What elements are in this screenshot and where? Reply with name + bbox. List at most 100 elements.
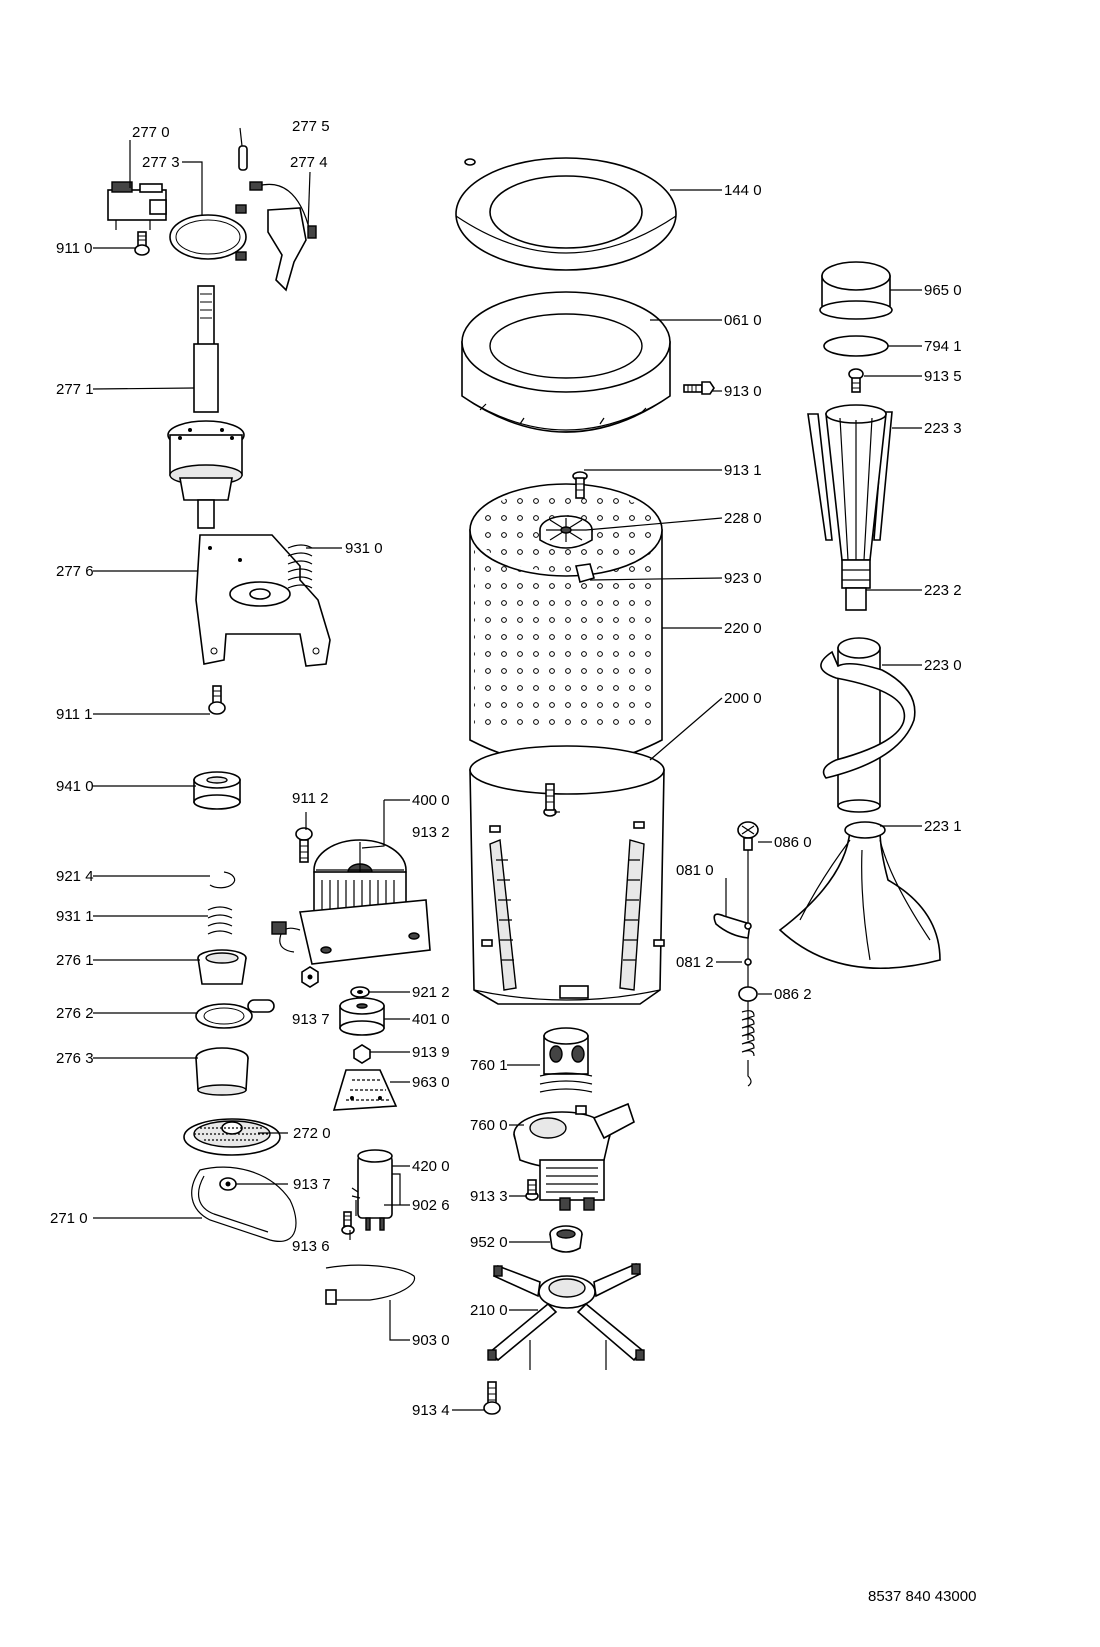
callout-2761: 276 1 bbox=[56, 952, 94, 969]
callout-9026: 902 6 bbox=[412, 1197, 450, 1214]
part-2763-hub bbox=[195, 1047, 249, 1096]
callout-9131: 913 1 bbox=[724, 462, 762, 479]
callout-2762: 276 2 bbox=[56, 1005, 94, 1022]
part-9131-screw bbox=[572, 471, 588, 499]
callout-2770: 277 0 bbox=[132, 124, 170, 141]
part-9130-screw bbox=[683, 381, 715, 395]
part-2233-fins bbox=[807, 411, 893, 541]
part-9630-pad bbox=[332, 1069, 398, 1111]
callout-9130: 913 0 bbox=[724, 383, 762, 400]
callout-9112: 911 2 bbox=[292, 790, 328, 807]
callout-2776: 277 6 bbox=[56, 563, 94, 580]
part-2720-pulley bbox=[183, 1118, 281, 1156]
callout-9133: 913 3 bbox=[470, 1188, 508, 1205]
part-2761-bushing bbox=[197, 949, 247, 985]
part-4010-pulley bbox=[339, 997, 385, 1036]
part-9311-spring bbox=[207, 906, 233, 935]
part-0860-rod-top bbox=[737, 821, 759, 851]
callout-4200: 420 0 bbox=[412, 1158, 450, 1175]
callout-9134: 913 4 bbox=[412, 1402, 450, 1419]
part-7601-filter bbox=[539, 1027, 593, 1093]
part-9134-screw bbox=[483, 1381, 501, 1415]
callout-7941: 794 1 bbox=[924, 338, 962, 355]
callout-9310: 931 0 bbox=[345, 540, 383, 557]
part-2230-auger bbox=[820, 637, 916, 813]
part-2000-outer-tub bbox=[469, 745, 665, 1005]
callout-9212: 921 2 bbox=[412, 984, 450, 1001]
part-2100-base-frame bbox=[487, 1262, 645, 1370]
callout-0810: 081 0 bbox=[676, 862, 714, 879]
part-0862-bushing bbox=[738, 986, 758, 1087]
part-2710-belt bbox=[191, 1166, 297, 1242]
callout-9630: 963 0 bbox=[412, 1074, 450, 1091]
part-9132-screw bbox=[543, 783, 557, 817]
part-2280-hub bbox=[539, 515, 593, 549]
callout-7601: 760 1 bbox=[470, 1057, 508, 1074]
callout-2231: 223 1 bbox=[924, 818, 962, 835]
callout-labels: 277 0 277 5 277 3 277 4 911 0 277 1 277 … bbox=[50, 118, 976, 1605]
part-9230-clip bbox=[575, 563, 595, 583]
callout-9137-motor: 913 7 bbox=[292, 1011, 330, 1028]
part-2771-shaft bbox=[167, 285, 245, 529]
callout-2233: 223 3 bbox=[924, 420, 962, 437]
callout-2775: 277 5 bbox=[292, 118, 330, 135]
part-0812-rod bbox=[713, 850, 752, 1040]
part-9137-nut-left bbox=[219, 1177, 237, 1191]
callout-2720: 272 0 bbox=[293, 1125, 331, 1142]
part-9111-screw bbox=[208, 685, 226, 715]
part-9650-cap bbox=[819, 261, 893, 320]
part-2232-agitator-top bbox=[825, 404, 887, 611]
part-9136-screw bbox=[341, 1211, 355, 1235]
callout-9520: 952 0 bbox=[470, 1234, 508, 1251]
callout-9137-left: 913 7 bbox=[293, 1176, 331, 1193]
part-9030-strap bbox=[325, 1264, 416, 1305]
callout-4000: 400 0 bbox=[412, 792, 450, 809]
callout-9139: 913 9 bbox=[412, 1044, 450, 1061]
leader-lines bbox=[92, 127, 922, 1411]
part-2775-pin bbox=[238, 145, 248, 171]
callout-2280: 228 0 bbox=[724, 510, 762, 527]
callout-2773: 277 3 bbox=[142, 154, 180, 171]
callout-9214: 921 4 bbox=[56, 868, 94, 885]
callout-4010: 401 0 bbox=[412, 1011, 450, 1028]
part-7941-gasket bbox=[823, 335, 889, 357]
callout-2710: 271 0 bbox=[50, 1210, 88, 1227]
callout-9132: 913 2 bbox=[412, 824, 450, 841]
part-9214-circlip bbox=[209, 871, 236, 889]
part-9212-washer bbox=[350, 986, 370, 998]
part-9112-screw bbox=[295, 827, 313, 863]
callout-2200: 220 0 bbox=[724, 620, 762, 637]
part-2231-agitator-base bbox=[778, 821, 941, 969]
document-number: 8537 840 43000 bbox=[868, 1588, 976, 1605]
part-4200-capacitor bbox=[357, 1149, 393, 1231]
part-2776-bracket bbox=[195, 534, 331, 667]
part-1440-lid-ring bbox=[455, 157, 677, 271]
callout-0862: 086 2 bbox=[774, 986, 812, 1003]
callout-2230: 223 0 bbox=[924, 657, 962, 674]
part-9135-screw bbox=[848, 368, 864, 393]
callout-1440: 144 0 bbox=[724, 182, 762, 199]
callout-0860: 086 0 bbox=[774, 834, 812, 851]
callout-7600: 760 0 bbox=[470, 1117, 508, 1134]
part-4000-motor bbox=[271, 839, 431, 965]
callout-9230: 923 0 bbox=[724, 570, 762, 587]
callout-9111: 911 1 bbox=[56, 706, 92, 723]
part-9137-nut-motor bbox=[301, 966, 319, 988]
part-2762-seal bbox=[195, 999, 275, 1029]
part-9410-bearing bbox=[193, 771, 241, 810]
part-2770-switch bbox=[107, 181, 167, 230]
part-9310-spring bbox=[287, 544, 313, 589]
callout-2771: 277 1 bbox=[56, 381, 94, 398]
callout-9136: 913 6 bbox=[292, 1238, 330, 1255]
part-9139-nut bbox=[353, 1044, 371, 1064]
part-2774-sensor bbox=[249, 181, 317, 292]
part-7600-pump bbox=[513, 1102, 635, 1211]
part-2773-clamp bbox=[169, 204, 247, 261]
callout-2100: 210 0 bbox=[470, 1302, 508, 1319]
part-9133-screw bbox=[525, 1179, 539, 1201]
callout-2000: 200 0 bbox=[724, 690, 762, 707]
callout-0610: 061 0 bbox=[724, 312, 762, 329]
callout-2774: 277 4 bbox=[290, 154, 328, 171]
part-9026-bracket bbox=[351, 1187, 361, 1216]
